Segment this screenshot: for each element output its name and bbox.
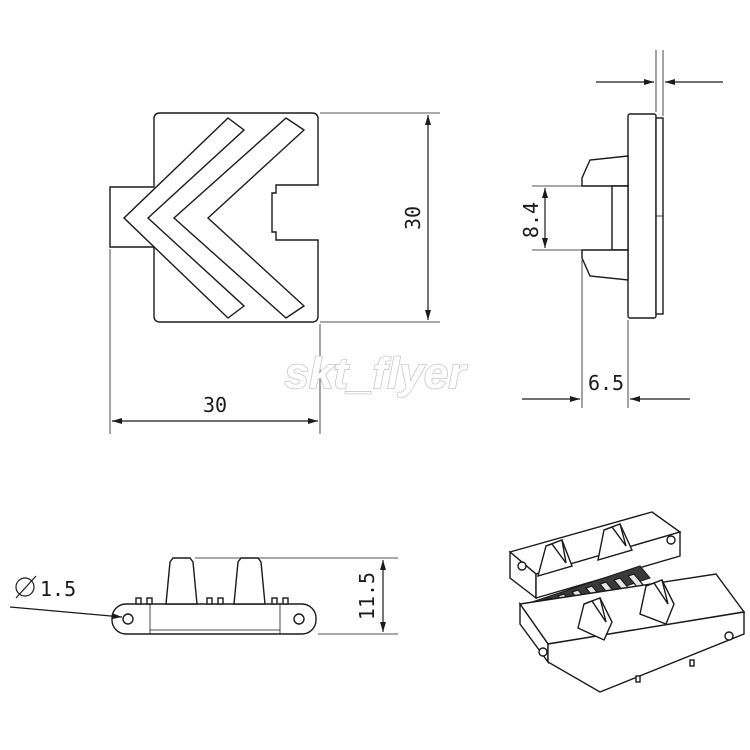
iso-back-plate-front [535,531,681,599]
side-tooth-lower [581,249,629,281]
isometric-view [508,511,746,693]
side-tooth-upper [581,155,629,187]
iso-tooth-front-right [639,579,675,625]
dim-side-depth: 6.5 [588,371,624,395]
dim-top-height: 30 [401,206,425,230]
dim-front-height: 11.5 [355,572,379,620]
chevron-outer [172,117,306,319]
dim-top-width: 30 [203,393,227,417]
side-hub-body [611,185,629,251]
front-pin-right [293,613,305,625]
chevron-inner [122,117,246,319]
watermark: skt_flyer [284,349,468,398]
side-plate [627,113,657,319]
dim-side-gap: 8.4 [519,202,543,238]
front-pin-left [122,613,134,625]
front-base [111,603,317,635]
side-view: 8.4 6.5 [519,50,723,408]
front-tooth-right [233,557,266,605]
front-tooth-left [165,557,198,605]
dim-pin-diameter: 1.5 [40,577,76,601]
diameter-symbol-icon [15,577,35,597]
iso-tooth-front-left [577,597,613,641]
top-view: 30 30 [109,112,440,434]
front-view: 1.5 11.5 [9,557,398,635]
iso-front-plate-front [547,611,745,693]
